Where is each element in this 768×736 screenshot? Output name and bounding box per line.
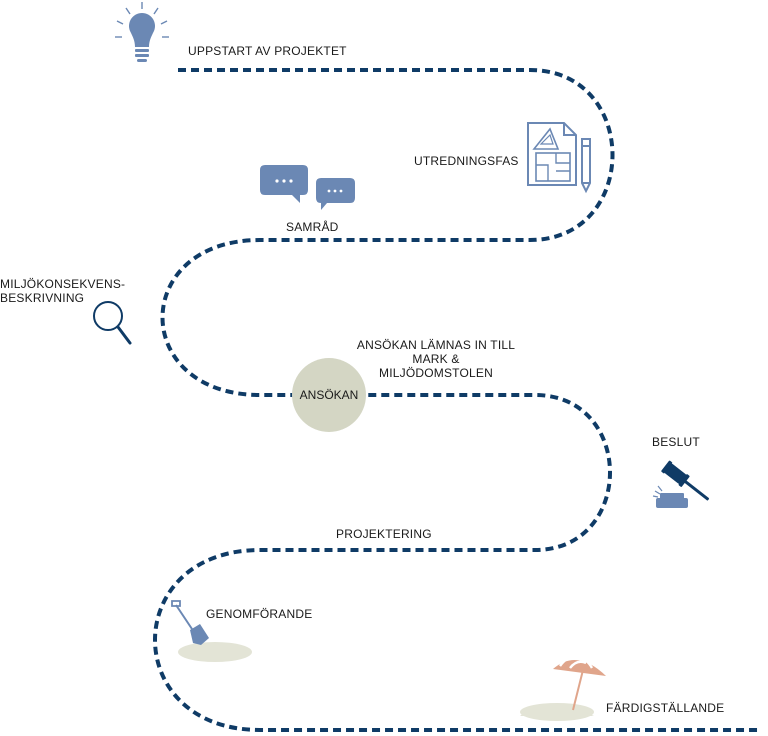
step-construction-label: GENOMFÖRANDE [206, 607, 313, 621]
process-path [153, 68, 760, 732]
lightbulb-icon [115, 2, 169, 62]
step-investigation-label: UTREDNINGSFAS [414, 154, 519, 168]
step-eia-label-line2: BESKRIVNING [0, 291, 85, 305]
application-circle [292, 358, 366, 432]
step-design-label: PROJEKTERING [336, 527, 432, 541]
step-submission-label-line3: MILJÖDOMSTOLEN [379, 366, 493, 380]
step-start-label: UPPSTART AV PROJEKTET [188, 44, 347, 58]
gavel-icon [652, 460, 710, 508]
shovel-icon [171, 600, 252, 662]
step-submission-label-line1: ANSÖKAN LÄMNAS IN TILL [356, 338, 516, 352]
magnifier-icon [93, 301, 132, 345]
step-consultation-label: SAMRÅD [286, 220, 339, 234]
step-completion-label: FÄRDIGSTÄLLANDE [606, 701, 725, 715]
step-decision-label: BESLUT [652, 435, 700, 449]
step-eia-label-line1: MILJÖKONSEKVENS- [0, 277, 126, 291]
step-submission-label-line2: MARK & [412, 352, 460, 366]
chat-bubbles-icon [260, 165, 355, 210]
beach-umbrella-icon [520, 655, 606, 721]
blueprint-icon [527, 122, 591, 194]
step-application-label: ANSÖKAN [299, 388, 359, 402]
